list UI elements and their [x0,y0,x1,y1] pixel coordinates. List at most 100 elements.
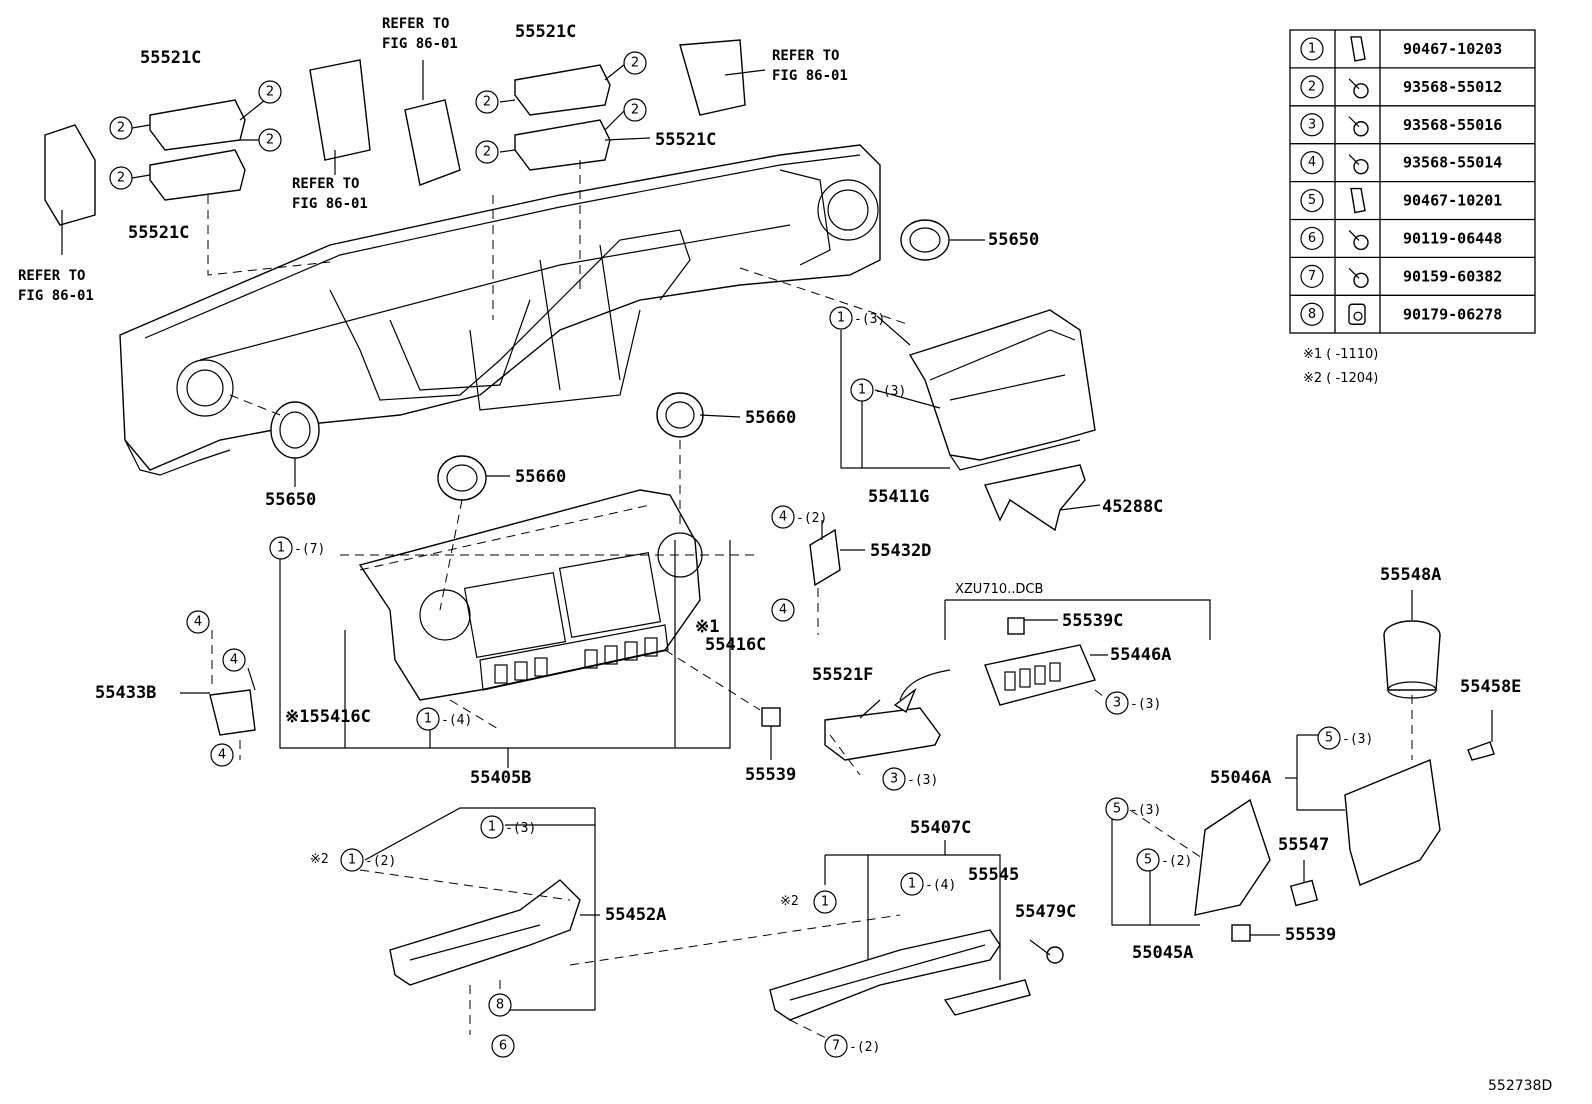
callout-number [1300,113,1324,137]
nut-icon [1348,303,1366,325]
label-55545: 55545 [968,865,1019,885]
callout-number-text: 4 [779,603,787,618]
group-label: XZU710..DCB [955,582,1043,597]
pocket-55521C-2 [149,149,246,201]
callout-fastener-4: 4 [771,598,795,622]
callout-qty-text: -(3) [854,312,885,327]
callout-qty-text: -(4) [925,878,956,893]
cover-45288C [984,464,1086,532]
cup-holder-55548A [1383,620,1441,699]
callout-number-text: 2 [631,56,639,71]
callout-circles: 222222224444681-(3)1-(3)1-(7)1-(4)4-(2)3… [109,51,1373,1058]
part-code: 90467-10203 [1403,40,1502,58]
cover-55432D [809,528,841,587]
callout-qty: 1 -(3) [829,306,885,330]
callout-number-text: 1 [424,712,432,727]
screw-icon [1348,154,1369,175]
label-55548A: 55548A [1380,565,1441,585]
callout-qty-text: -(3) [907,773,938,788]
label-55446A: 55446A [1110,645,1171,665]
callout-qty-text: -(3) [875,384,906,399]
register-55660-b [437,455,487,501]
clip-icon [1350,187,1366,214]
instrument-panel-reinforcement [119,144,881,476]
pocket-55521F [824,707,941,761]
callout-fastener-2: 2 [623,98,647,122]
callout-qty: 3-(3) [1105,691,1161,715]
label-55452A: 55452A [605,905,666,925]
callout-qty-text: -(2) [1161,854,1192,869]
callout-number-text: 1 [908,877,916,892]
callout-number-text: 2 [483,95,491,110]
callout-qty: 3 -(3) [882,767,938,791]
callout-fastener-6: 6 [491,1034,515,1058]
callout-qty: 1 -(7) [269,536,325,560]
callout-number-text: 1 [837,311,845,326]
bezel-55433B [209,689,256,736]
part-code: 93568-55014 [1403,154,1502,172]
callout-fastener-1: 1 [813,890,837,914]
label-55521C: 55521C [515,22,576,42]
screw-icon [1348,267,1369,289]
callout-number-text: 6 [1308,231,1316,246]
callout-number-text: 4 [230,653,238,668]
callout-number-text: 4 [218,748,226,763]
switch-row [494,637,658,684]
refer-text-line1: REFER TO [18,268,85,284]
callout-qty-text: -(3) [1130,697,1161,712]
callout-fastener-2: 2 [475,90,499,114]
callout-number [1300,226,1324,251]
callout-number-text: 3 [890,772,898,787]
part-code: 90119-06448 [1403,229,1502,247]
refer-text-line1: REFER TO [772,48,839,64]
callout-qty-text: -(3) [1130,803,1161,818]
callout-qty-text: -(7) [294,542,325,557]
callout-number-text: 2 [631,103,639,118]
register-55650-right [900,219,950,261]
callout-number-text: 4 [1308,155,1316,170]
refer-text-line2: FIG 86-01 [772,68,848,84]
label-55539C: 55539C [1062,611,1123,631]
refer-text-line1: REFER TO [382,16,449,32]
callout-qty: 1-(3) [850,378,906,402]
callout-number-text: 1 [488,820,496,835]
label-55539: 55539 [1285,925,1336,945]
callout-number-text: 7 [1308,269,1316,284]
label-55521F: 55521F [812,665,873,685]
damper-55479C [1046,946,1064,964]
callout-number-text: 2 [483,145,491,160]
callout-qty-text: -(2) [849,1040,880,1055]
label-55405B: 55405B [470,768,531,788]
callout-number-text: 4 [779,510,787,525]
callout-number [1300,37,1324,61]
callout-number-text: 1 [821,895,829,910]
panel-55045A [1194,798,1271,916]
callout-number-text: 3 [1308,117,1316,132]
callout-number-text: 2 [266,133,274,148]
callout-number-text: 7 [832,1039,840,1054]
bracket-right [679,39,746,116]
part-code: 90467-10201 [1403,192,1502,210]
callout-qty: 7 -(2) [824,1034,880,1058]
label-55650: 55650 [988,230,1039,250]
callout-qty: 5-(3) [1105,797,1161,821]
screw-icon [1348,116,1369,137]
callout-fastener-2: 2 [109,116,133,140]
callout-fastener-2: 2 [475,140,499,164]
callout-number-text: 2 [1308,79,1316,94]
callout-number-text: 5 [1325,731,1333,746]
note-1: ※1 ( -1110) [1303,347,1378,362]
label-55433B: 55433B [95,683,156,703]
callout-number-text: 1 [277,541,285,556]
pocket-55521C-1 [149,99,246,151]
mark-2: ※2 [310,852,329,867]
callout-number-text: 4 [194,615,202,630]
callout-fastener-4: 4 [222,648,246,672]
